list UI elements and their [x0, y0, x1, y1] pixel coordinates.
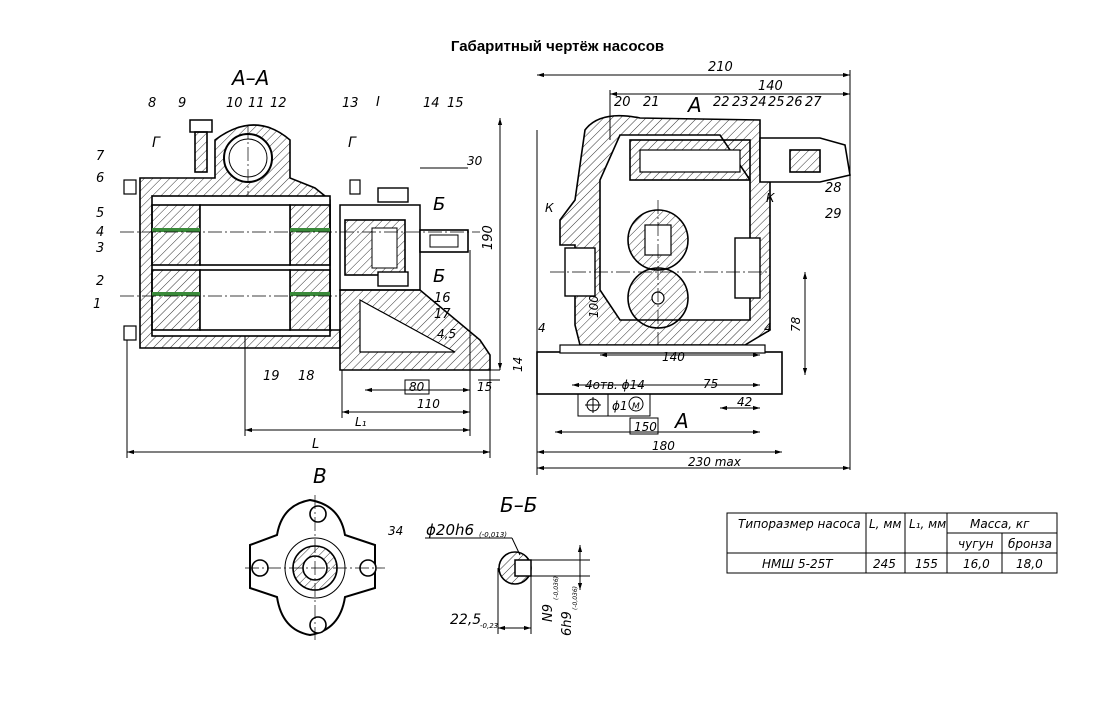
side-view-dimensions — [404, 70, 851, 475]
part-9: 9 — [178, 96, 186, 111]
part-34: 34 — [388, 524, 403, 538]
cut-b-bottom-label: Б — [433, 266, 445, 287]
dim-100: 100 — [587, 295, 601, 318]
part-20: 20 — [614, 95, 631, 110]
dim-key-depth-tol: -0,23 — [480, 622, 498, 630]
table-row-l1: 155 — [915, 557, 938, 571]
dim-75: 75 — [703, 377, 718, 391]
part-4: 4 — [96, 225, 104, 240]
dim-15: 15 — [477, 380, 492, 394]
dim-pos-tol: ϕ1 — [612, 399, 628, 413]
dim-key-h9: 6h9 — [560, 611, 575, 636]
part-11: 11 — [248, 96, 265, 111]
dim-140-bottom: 140 — [662, 350, 685, 364]
table-row-bronze: 18,0 — [1016, 557, 1043, 571]
dim-150: 150 — [634, 420, 657, 434]
dim-110: 110 — [417, 397, 440, 411]
table-header-cast-iron: чугун — [958, 537, 994, 551]
g-right-label: Г — [348, 135, 357, 151]
dim-210: 210 — [708, 60, 733, 75]
dim-4-right: 4 — [764, 321, 772, 335]
arrow-a-top-label: А — [686, 93, 702, 117]
part-21: 21 — [643, 95, 660, 110]
k-left-label: К — [545, 201, 554, 215]
dim-14: 14 — [511, 357, 525, 372]
table-header-l1: L₁, мм — [909, 517, 946, 531]
part-23: 23 — [732, 95, 749, 110]
dim-230: 230 max — [688, 455, 742, 469]
section-aa-label: А–А — [230, 66, 269, 90]
part-14: 14 — [423, 96, 440, 111]
part-5: 5 — [96, 206, 104, 221]
dim-l1: L₁ — [355, 415, 367, 429]
drawing-labels: А–А В Б–Б А А Б Б I Г Г К К — [152, 66, 775, 517]
dim-4-left: 4 — [538, 321, 546, 335]
cut-b-top-label: Б — [433, 194, 445, 215]
part-16: 16 — [434, 291, 451, 306]
side-view — [536, 114, 851, 395]
part-17: 17 — [434, 307, 451, 322]
part-25: 25 — [768, 95, 785, 110]
part-24: 24 — [750, 95, 767, 110]
section-bb-shaft — [425, 537, 590, 634]
table-header-mass: Масса, кг — [970, 517, 1030, 531]
dim-4-5: 4,5 — [437, 327, 456, 341]
k-right-label: К — [766, 191, 775, 205]
dim-l: L — [312, 437, 319, 452]
section-aa-dimensions — [126, 118, 503, 458]
table-row-cast-iron: 16,0 — [963, 557, 990, 571]
dim-key-h9-tol: (-0,036) — [572, 586, 579, 610]
dim-key-depth: 22,5 — [450, 612, 481, 628]
part-1: 1 — [93, 297, 101, 312]
part-22: 22 — [713, 95, 730, 110]
part-26: 26 — [786, 95, 803, 110]
part-2: 2 — [96, 274, 104, 289]
dim-180: 180 — [652, 439, 675, 453]
part-13: 13 — [342, 96, 359, 111]
dim-shaft-dia: ϕ20h6 — [426, 521, 474, 539]
part-3: 3 — [96, 241, 104, 256]
part-27: 27 — [805, 95, 822, 110]
part-12: 12 — [270, 96, 287, 111]
dim-key-n9: N9 — [541, 604, 556, 622]
table-row-l: 245 — [873, 557, 896, 571]
spec-table-grid — [726, 512, 1058, 574]
table-header-type: Типоразмер насоса — [738, 517, 861, 531]
spec-table: Типоразмер насоса L, мм L₁, мм Масса, кг… — [738, 517, 1052, 571]
table-header-bronze: бронза — [1008, 537, 1052, 551]
view-b-flange — [245, 495, 385, 640]
g-left-label: Г — [152, 135, 161, 151]
part-15: 15 — [447, 96, 464, 111]
dim-78: 78 — [789, 316, 803, 332]
table-header-l: L, мм — [869, 517, 901, 531]
part-6: 6 — [96, 171, 104, 186]
dim-key-n9-tol: (-0,036) — [553, 576, 560, 600]
dim-pos-mod: M — [632, 402, 640, 412]
part-10: 10 — [226, 96, 243, 111]
detail-i-label: I — [376, 95, 380, 110]
dim-190: 190 — [481, 225, 496, 250]
part-7: 7 — [96, 149, 105, 164]
dimension-labels: 210 140 190 30 4,5 80 15 110 L₁ L 100 4 … — [312, 60, 803, 636]
arrow-a-bottom-label: А — [673, 409, 689, 433]
part-8: 8 — [148, 96, 156, 111]
table-row-type: НМШ 5-25Т — [762, 557, 834, 571]
dim-holes: 4отв. ϕ14 — [585, 378, 645, 392]
part-28: 28 — [825, 181, 842, 196]
part-29: 29 — [825, 207, 842, 222]
dim-80: 80 — [409, 380, 425, 394]
part-number-labels: 1 2 3 4 5 6 7 8 9 10 11 12 13 14 15 16 1… — [93, 95, 842, 538]
dim-shaft-dia-tol: (-0,013) — [479, 531, 507, 539]
dim-140-top: 140 — [758, 79, 783, 94]
dim-30: 30 — [467, 154, 483, 168]
part-19: 19 — [263, 369, 280, 384]
section-aa-view — [120, 119, 491, 371]
drawing-title: Габаритный чертёж насосов — [450, 38, 665, 55]
section-bb-label: Б–Б — [500, 493, 537, 517]
dim-42: 42 — [737, 395, 752, 409]
view-b-label: В — [313, 464, 327, 488]
part-18: 18 — [298, 369, 315, 384]
